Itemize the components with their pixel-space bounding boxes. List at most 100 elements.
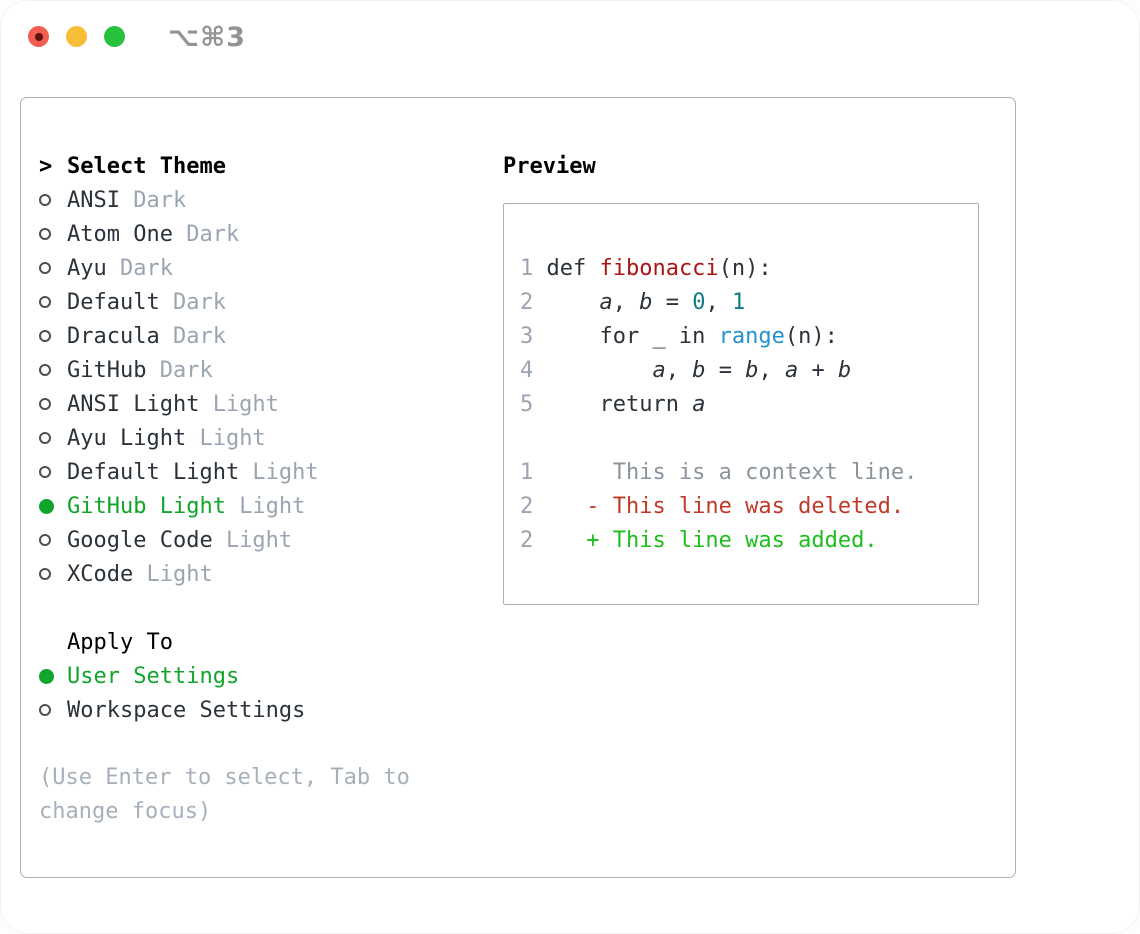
code-token-plain: (n): [784, 324, 838, 349]
radio-icon [39, 534, 51, 546]
code-token-plain: , [705, 290, 732, 315]
radio-marker [39, 568, 67, 580]
radio-marker [39, 668, 67, 684]
theme-list-item[interactable]: GitHub Dark [39, 353, 479, 387]
theme-list-item[interactable]: Default Dark [39, 285, 479, 319]
radio-icon [39, 330, 51, 342]
theme-name: Default Light [67, 459, 240, 485]
theme-list-item[interactable]: GitHub Light Light [39, 489, 479, 523]
theme-name: Default [67, 289, 160, 315]
theme-name: Ayu [67, 255, 107, 281]
radio-icon [39, 568, 51, 580]
apply-to-title: Apply To [67, 629, 173, 655]
theme-variant-tag: Light [225, 527, 293, 553]
unsaved-changes-dot-icon [34, 32, 43, 41]
diff-text: - This line was deleted. [546, 494, 905, 519]
code-token-var: b [745, 358, 759, 383]
code-token-plain: = [652, 290, 693, 315]
theme-variant-tag: Light [146, 561, 213, 587]
minimize-button[interactable] [66, 26, 87, 47]
theme-name: GitHub [67, 357, 147, 383]
menu-cursor: > [39, 154, 67, 179]
radio-marker [39, 330, 67, 342]
code-token-var: b [639, 290, 653, 315]
theme-list-item[interactable]: ANSI Dark [39, 183, 479, 217]
hint-line-1: (Use Enter to select, Tab to [39, 765, 410, 790]
theme-name: Dracula [67, 323, 160, 349]
radio-icon [39, 262, 51, 274]
code-tokens: a, b = 0, 1 [546, 290, 745, 315]
code-token-num: 0 [692, 290, 706, 315]
theme-list-item[interactable]: Default Light Light [39, 455, 479, 489]
theme-list-item[interactable]: Ayu Light Light [39, 421, 479, 455]
close-button[interactable] [28, 26, 49, 47]
apply-to-option-label: Workspace Settings [67, 697, 306, 723]
code-line: 4 a, b = b, a + b [520, 354, 978, 388]
theme-variant-tag: Light [252, 459, 319, 485]
theme-variant-tag: Light [199, 425, 266, 451]
title-bar: ⌥⌘3 [0, 0, 1140, 70]
radio-marker [39, 228, 67, 240]
radio-marker [39, 704, 67, 716]
code-token-var: a [692, 392, 706, 417]
code-line: 5 return a [520, 388, 978, 422]
code-token-func: fibonacci [599, 256, 719, 281]
line-number: 2 [520, 290, 534, 315]
code-tokens: return a [546, 392, 705, 417]
theme-name: Google Code [67, 527, 213, 553]
cursor-icon: > [39, 153, 53, 179]
theme-picker-panel: > Select Theme ANSI Dark Atom One Dark A… [20, 97, 1016, 878]
select-theme-header: > Select Theme [39, 149, 479, 183]
zoom-button[interactable] [104, 26, 125, 47]
radio-icon [39, 228, 51, 240]
code-token-plain: , [758, 358, 785, 383]
diff-sample: 1 This is a context line. 2 - This line … [520, 456, 978, 558]
theme-list-item[interactable]: Google Code Light [39, 523, 479, 557]
radio-marker [39, 194, 67, 206]
theme-list-item[interactable]: Ayu Dark [39, 251, 479, 285]
code-tokens: for _ in range(n): [546, 324, 837, 349]
theme-variant-tag: Dark [133, 187, 187, 213]
radio-marker [39, 466, 67, 478]
theme-list-item[interactable]: Dracula Dark [39, 319, 479, 353]
radio-marker [39, 534, 67, 546]
code-token-plain: + [798, 358, 838, 383]
code-tokens: a, b = b, a + b [546, 358, 851, 383]
radio-marker [39, 398, 67, 410]
diff-line: 1 This is a context line. [520, 456, 978, 490]
line-number: 2 [520, 494, 534, 519]
theme-list-item[interactable]: Atom One Dark [39, 217, 479, 251]
radio-icon [39, 194, 51, 206]
radio-icon [39, 432, 51, 444]
radio-icon [39, 398, 51, 410]
theme-variant-tag: Dark [159, 357, 213, 383]
theme-name: XCode [67, 561, 134, 587]
code-token-var: b [692, 358, 706, 383]
apply-to-list: User Settings Workspace Settings [39, 659, 479, 727]
spacer [520, 422, 978, 456]
code-token-plain: return [546, 392, 693, 417]
code-token-plain: for _ in [546, 324, 719, 349]
code-token-num: 1 [731, 290, 746, 315]
code-token-plain: , [665, 358, 693, 383]
theme-variant-tag: Dark [186, 221, 240, 247]
apply-to-item[interactable]: User Settings [39, 659, 479, 693]
radio-selected-icon [39, 498, 54, 514]
line-number: 1 [520, 460, 534, 485]
theme-variant-tag: Dark [119, 255, 173, 281]
apply-to-header: Apply To [39, 625, 479, 659]
theme-list-item[interactable]: XCode Light [39, 557, 479, 591]
theme-name: Ayu Light [67, 425, 187, 451]
diff-line: 2 + This line was added. [520, 524, 978, 558]
code-token-plain [546, 290, 599, 315]
apply-to-item[interactable]: Workspace Settings [39, 693, 479, 727]
theme-list-item[interactable]: ANSI Light Light [39, 387, 479, 421]
code-tokens: def fibonacci(n): [546, 256, 771, 281]
line-number: 5 [520, 392, 534, 417]
line-number: 2 [520, 528, 534, 553]
